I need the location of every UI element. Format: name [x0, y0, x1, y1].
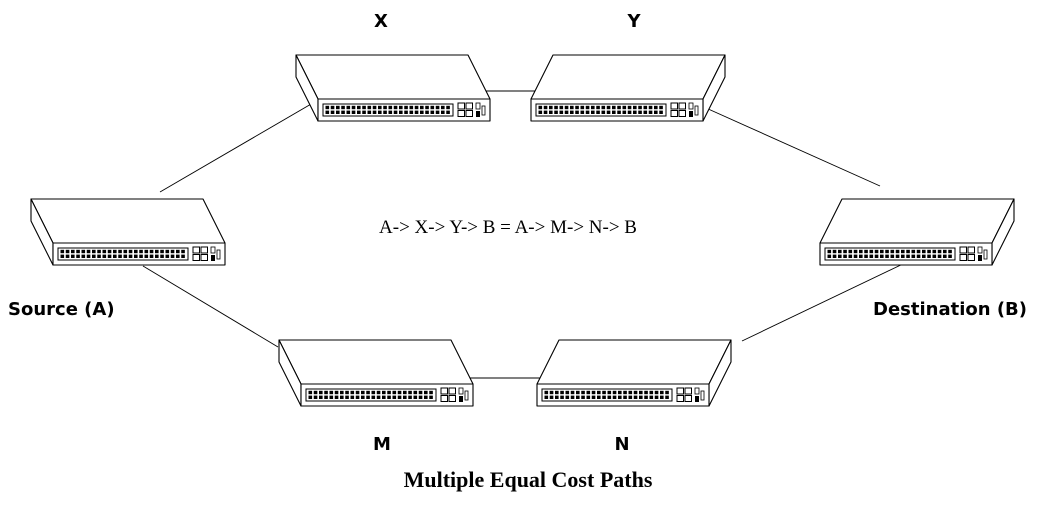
- switch-a: [30, 198, 226, 266]
- node-label-m: M: [373, 434, 391, 455]
- switch-b: [819, 198, 1015, 266]
- node-label-n: N: [614, 434, 630, 455]
- link-n-b: [741, 262, 906, 342]
- figure-caption: Multiple Equal Cost Paths: [403, 467, 653, 492]
- switch-n: [536, 339, 732, 407]
- node-label-source-a: Source (A): [8, 299, 115, 320]
- switch-m: [278, 339, 474, 407]
- link-a-m: [142, 265, 279, 348]
- link-y-b: [705, 107, 881, 187]
- link-a-x: [159, 99, 319, 193]
- equal-cost-equation: A-> X-> Y-> B = A-> M-> N-> B: [379, 217, 637, 238]
- switch-x: [295, 54, 491, 122]
- node-label-destination-b: Destination (B): [873, 299, 1027, 320]
- node-label-y: Y: [627, 11, 641, 32]
- node-label-x: X: [374, 11, 388, 32]
- switch-y: [530, 54, 726, 122]
